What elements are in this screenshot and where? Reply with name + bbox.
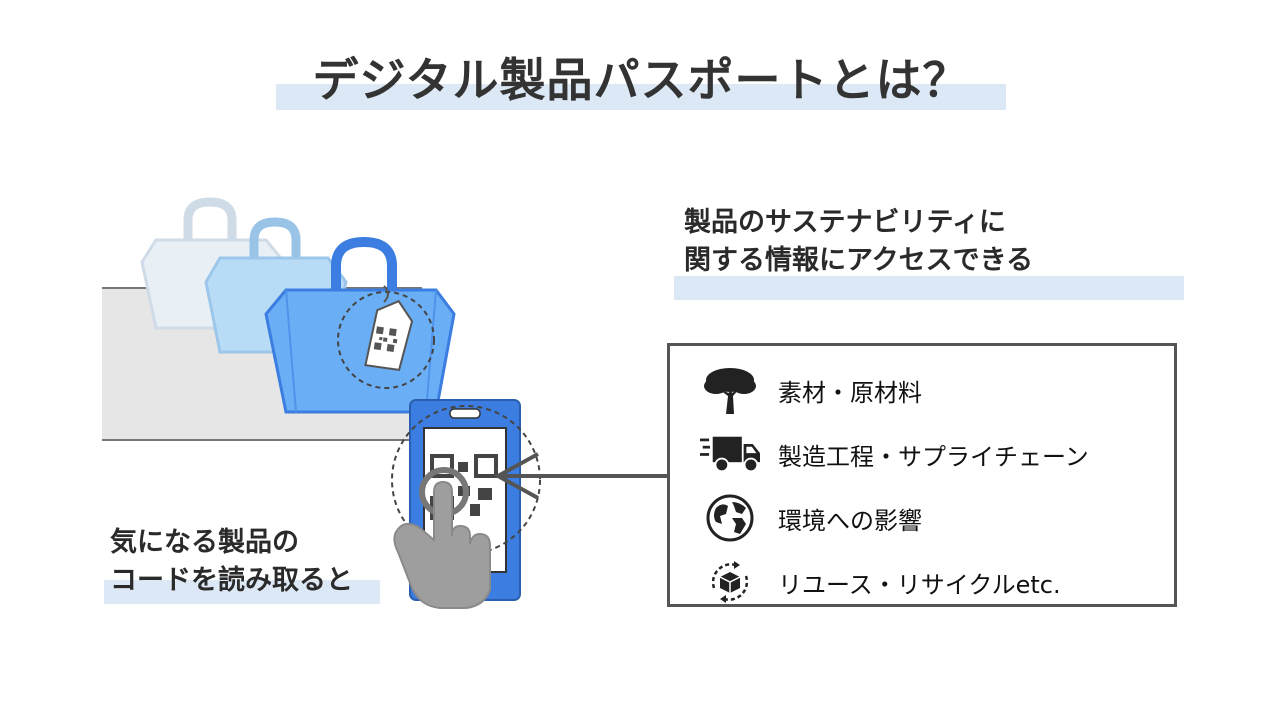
pointing-hand-icon xyxy=(393,467,491,609)
info-item-materials: 素材・原材料 xyxy=(700,364,922,416)
tree-icon xyxy=(700,364,760,416)
access-caption: 製品のサステナビリティに 関する情報にアクセスできる xyxy=(684,204,1033,280)
scan-highlight xyxy=(104,580,380,604)
info-item-recycling: リユース・リサイクルetc. xyxy=(700,556,1061,608)
info-item-supply-chain: 製造工程・サプライチェーン xyxy=(700,428,1089,480)
info-item-label: 環境への影響 xyxy=(778,506,922,535)
info-item-label: 素材・原材料 xyxy=(778,378,922,407)
globe-icon xyxy=(700,492,760,544)
scan-caption-line2: コードを読み取ると xyxy=(110,565,353,596)
scan-caption: 気になる製品の コードを読み取ると xyxy=(110,524,353,600)
info-item-label: リユース・リサイクルetc. xyxy=(778,570,1061,599)
access-caption-line1: 製品のサステナビリティに xyxy=(684,207,1006,238)
info-box: 素材・原材料 製造工程・サプライチェーン 環 xyxy=(667,343,1177,607)
access-highlight xyxy=(674,276,1184,300)
info-item-environment: 環境への影響 xyxy=(700,492,922,544)
title-highlight xyxy=(276,84,1006,110)
connector-arrow xyxy=(493,452,667,500)
access-caption-line2: 関する情報にアクセスできる xyxy=(684,245,1034,276)
page-title: デジタル製品パスポートとは？ xyxy=(312,53,970,107)
truck-icon xyxy=(700,428,760,480)
scan-caption-line1: 気になる製品の xyxy=(110,527,299,558)
recycle-box-icon xyxy=(700,556,760,608)
info-item-label: 製造工程・サプライチェーン xyxy=(778,442,1089,471)
